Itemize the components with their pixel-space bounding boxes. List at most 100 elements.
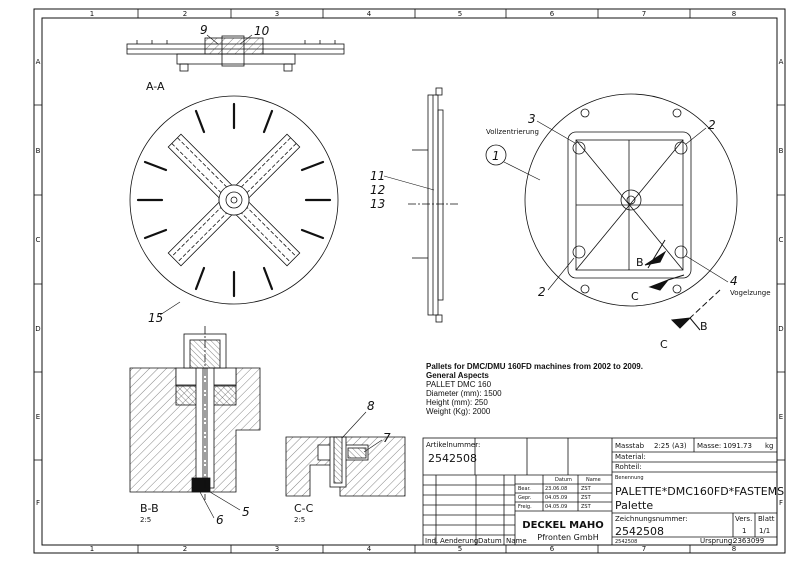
massstab-label: Masstab [615, 442, 645, 450]
notes-heading1: Pallets for DMC/DMU 160FD machines from … [426, 362, 643, 371]
section-bb-view [129, 326, 261, 500]
col-label-top: 6 [550, 10, 555, 18]
leader-6 [199, 491, 215, 519]
leader-4 [685, 255, 729, 283]
notes-heading2: General Aspects [426, 371, 489, 380]
notes-line2: Diameter (mm): 1500 [426, 389, 502, 398]
benennung-line2: Palette [615, 499, 653, 512]
leader-10 [239, 34, 253, 45]
callout-8: 8 [367, 399, 375, 413]
masse-unit: kg [765, 442, 774, 450]
freig-label: Freig. [518, 504, 532, 510]
blatt-value: 1/1 [759, 527, 770, 535]
arrow-c-lower: C [660, 338, 668, 351]
row-label-right: F [779, 499, 783, 507]
inner-border [41, 17, 778, 546]
row-label-left: B [36, 147, 41, 155]
bear-name: ZST [581, 486, 592, 492]
masse-label: Masse: [697, 442, 721, 450]
blatt-label: Blatt [758, 515, 775, 523]
ursprung-value: 2363099 [733, 537, 764, 545]
callout-1: 1 [492, 149, 500, 163]
vollzentrierung-label: Vollzentrierung [486, 128, 539, 136]
material-label: Material: [615, 453, 646, 461]
col-label-top: 5 [458, 10, 462, 18]
ursprung-label: Ursprung: [700, 537, 735, 545]
callout-9: 9 [200, 23, 208, 37]
rev-name-header: Name [506, 537, 527, 545]
row-label-left: E [36, 413, 40, 421]
callout-1-bubble: 1 [485, 144, 541, 181]
row-label-right: B [779, 147, 784, 155]
callout-2-top: 2 [708, 118, 716, 132]
section-cc-scale: 2:5 [294, 516, 305, 524]
col-label-top: 8 [732, 10, 736, 18]
grid-frame [34, 9, 785, 553]
row-label-left: D [35, 325, 40, 333]
row-label-left: C [36, 236, 41, 244]
section-cc-view [285, 436, 406, 497]
col-label-bottom: 4 [367, 545, 372, 553]
callout-12: 12 [370, 183, 385, 197]
col-label-bottom: 2 [183, 545, 187, 553]
pallet-side-view [408, 87, 460, 323]
leader-7 [363, 439, 383, 453]
col-label-bottom: 3 [275, 545, 279, 553]
version-value: 1 [742, 527, 746, 535]
leader-3 [536, 120, 576, 144]
callout-7: 7 [383, 431, 391, 445]
row-label-right: A [779, 58, 784, 66]
col-label-bottom: 7 [642, 545, 646, 553]
artikel-label: Artikelnummer: [426, 441, 480, 449]
row-label-right: C [779, 236, 784, 244]
col-label-top: 4 [367, 10, 372, 18]
col-label-top: 1 [90, 10, 94, 18]
rev-ind-header: Ind. [425, 537, 438, 545]
bear-label: Bear. [518, 486, 531, 492]
section-aa-view [126, 35, 345, 72]
col-label-bottom: 1 [90, 545, 94, 553]
freig-name: ZST [581, 504, 592, 510]
callout-11: 11 [370, 169, 385, 183]
massstab-value: 2:25 (A3) [654, 442, 687, 450]
gepr-name: ZST [581, 495, 592, 501]
leader-2-bottom [547, 257, 575, 291]
company-location: Pfronten GmbH [537, 533, 598, 542]
notes-block: Pallets for DMC/DMU 160FD machines from … [426, 362, 643, 416]
arrow-b-upper: B [636, 256, 644, 269]
leader-2-top [685, 127, 707, 145]
row-label-right: D [778, 325, 783, 333]
arrow-c-upper: C [631, 290, 639, 303]
col-label-top: 2 [183, 10, 187, 18]
row-label-right: E [779, 413, 783, 421]
vogelzunge-label: Vogelzunge [730, 289, 771, 297]
arrow-b-lower: B [700, 320, 708, 333]
outer-border [33, 8, 786, 554]
rev-aend-header: Aenderung [440, 537, 478, 545]
callout-4: 4 [730, 274, 738, 288]
datum-header: Datum [555, 477, 572, 483]
section-bb-label: B-B [140, 502, 159, 515]
benennung-line1: PALETTE*DMC160FD*FASTEMS [615, 485, 784, 498]
section-arrows [644, 239, 721, 331]
col-label-bottom: 6 [550, 545, 555, 553]
pallet-plan-view [129, 95, 339, 305]
col-label-bottom: 8 [732, 545, 736, 553]
rev-datum-header: Datum [478, 537, 502, 545]
notes-line3: Height (mm): 250 [426, 398, 488, 407]
callout-5: 5 [242, 505, 250, 519]
notes-line1: PALLET DMC 160 [426, 380, 492, 389]
masse-value: 1091.73 [723, 442, 752, 450]
benennung-label: Benennung [615, 475, 644, 481]
col-label-top: 3 [275, 10, 279, 18]
callout-15: 15 [148, 311, 163, 325]
zeichnung-value: 2542508 [615, 525, 664, 538]
leader-11 [383, 175, 435, 191]
row-label-left: A [36, 58, 41, 66]
rohteil-label: Rohteil: [615, 463, 642, 471]
version-label: Vers. [735, 515, 752, 523]
leader-8 [341, 411, 367, 439]
leader-5 [209, 491, 241, 511]
section-cc-label: C-C [294, 502, 314, 515]
col-label-bottom: 5 [458, 545, 462, 553]
